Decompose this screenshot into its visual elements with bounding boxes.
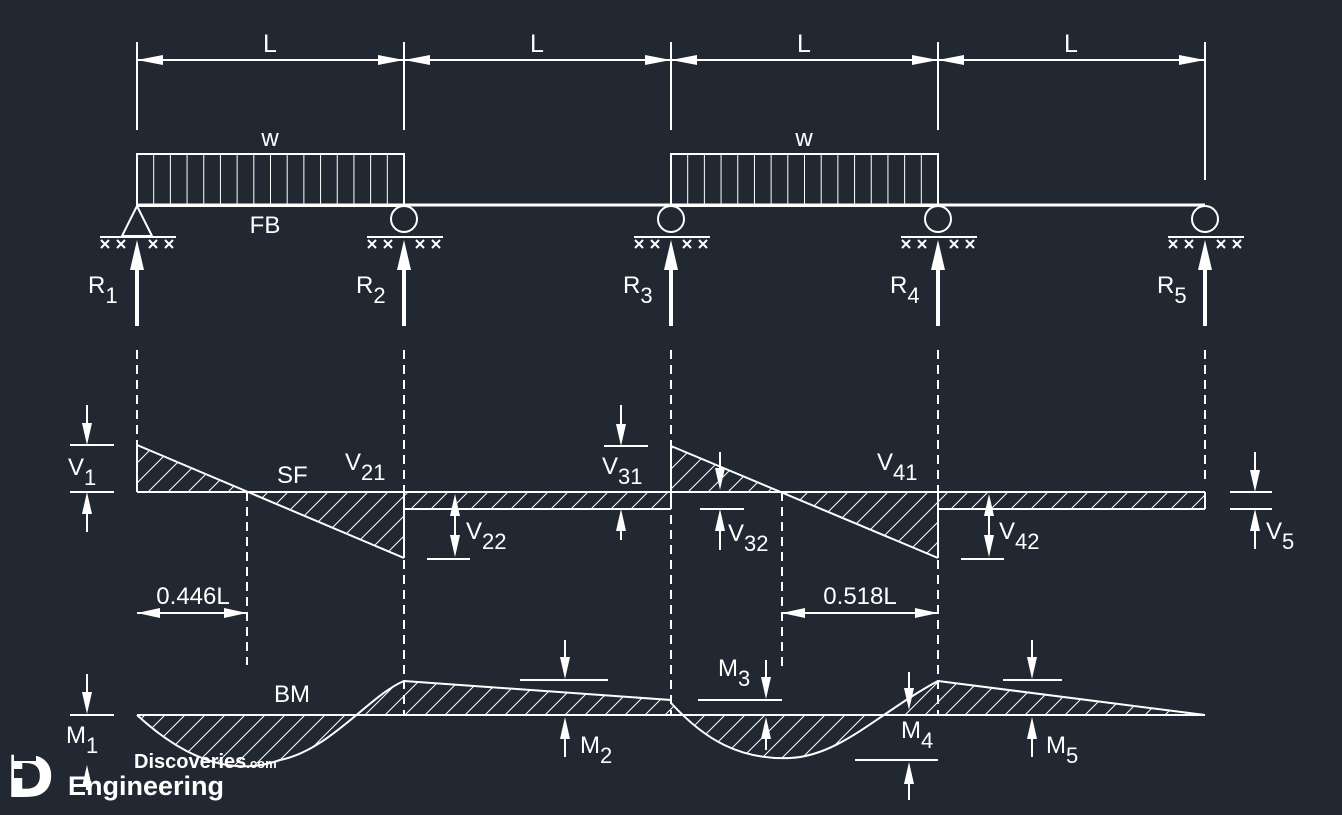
shear-force-label: SF <box>277 462 308 489</box>
roller-support-5 <box>1168 205 1244 249</box>
moment-label-m3: M3 <box>718 655 750 691</box>
roller-support-3 <box>634 205 710 249</box>
bending-moment-diagram <box>136 680 1206 768</box>
shear-label-v31: V31 <box>602 453 643 489</box>
shear-label-v22: V22 <box>466 518 507 554</box>
reaction-label-r4: R4 <box>890 272 920 308</box>
shear-label-v21: V21 <box>345 449 386 485</box>
pin-support-1 <box>100 203 176 249</box>
shear-label-v5: V5 <box>1266 518 1294 554</box>
reaction-label-r3: R3 <box>623 272 653 308</box>
roller-support-4 <box>901 205 977 249</box>
zero-shear-dimensions <box>137 608 938 618</box>
free-body-label: FB <box>250 212 281 239</box>
projection-lines <box>136 350 1206 716</box>
shear-dimension-markers <box>70 405 1272 560</box>
reaction-label-r1: R1 <box>88 272 118 308</box>
zero-shear-dimension-span3: 0.518L <box>823 583 896 610</box>
moment-label-m2: M2 <box>580 732 612 768</box>
zero-shear-dimension-span1: 0.446L <box>156 583 229 610</box>
bending-moment-label: BM <box>274 681 310 708</box>
load-label-w-span3: w <box>794 125 813 152</box>
shear-label-v32: V32 <box>728 520 769 556</box>
reaction-label-r5: R5 <box>1157 272 1187 308</box>
shear-label-v42: V42 <box>999 518 1040 554</box>
distributed-load-span1 <box>136 153 405 207</box>
span-label-1: L <box>263 30 277 58</box>
moment-label-m5: M5 <box>1046 732 1078 768</box>
distributed-load-span3 <box>670 153 939 207</box>
logo-engineering-text: Engineering <box>68 771 224 801</box>
span-label-4: L <box>1064 30 1078 58</box>
moment-dimension-markers <box>70 640 1062 800</box>
dimension-arrowheads <box>137 55 1205 65</box>
shear-label-v1: V1 <box>68 454 96 490</box>
reaction-label-r2: R2 <box>356 272 386 308</box>
reaction-arrows <box>130 240 1212 326</box>
moment-label-m1: M1 <box>66 722 98 758</box>
engineering-discoveries-logo: D Discoveries.com Engineering <box>6 743 277 811</box>
shear-force-diagram <box>136 444 1206 559</box>
moment-label-m4: M4 <box>901 717 933 753</box>
span-label-2: L <box>530 30 544 58</box>
shear-label-v41: V41 <box>877 449 918 485</box>
logo-discoveries-text: Discoveries.com <box>134 751 277 773</box>
load-label-w-span1: w <box>260 125 279 152</box>
span-label-3: L <box>797 30 811 58</box>
roller-support-2 <box>367 205 443 249</box>
